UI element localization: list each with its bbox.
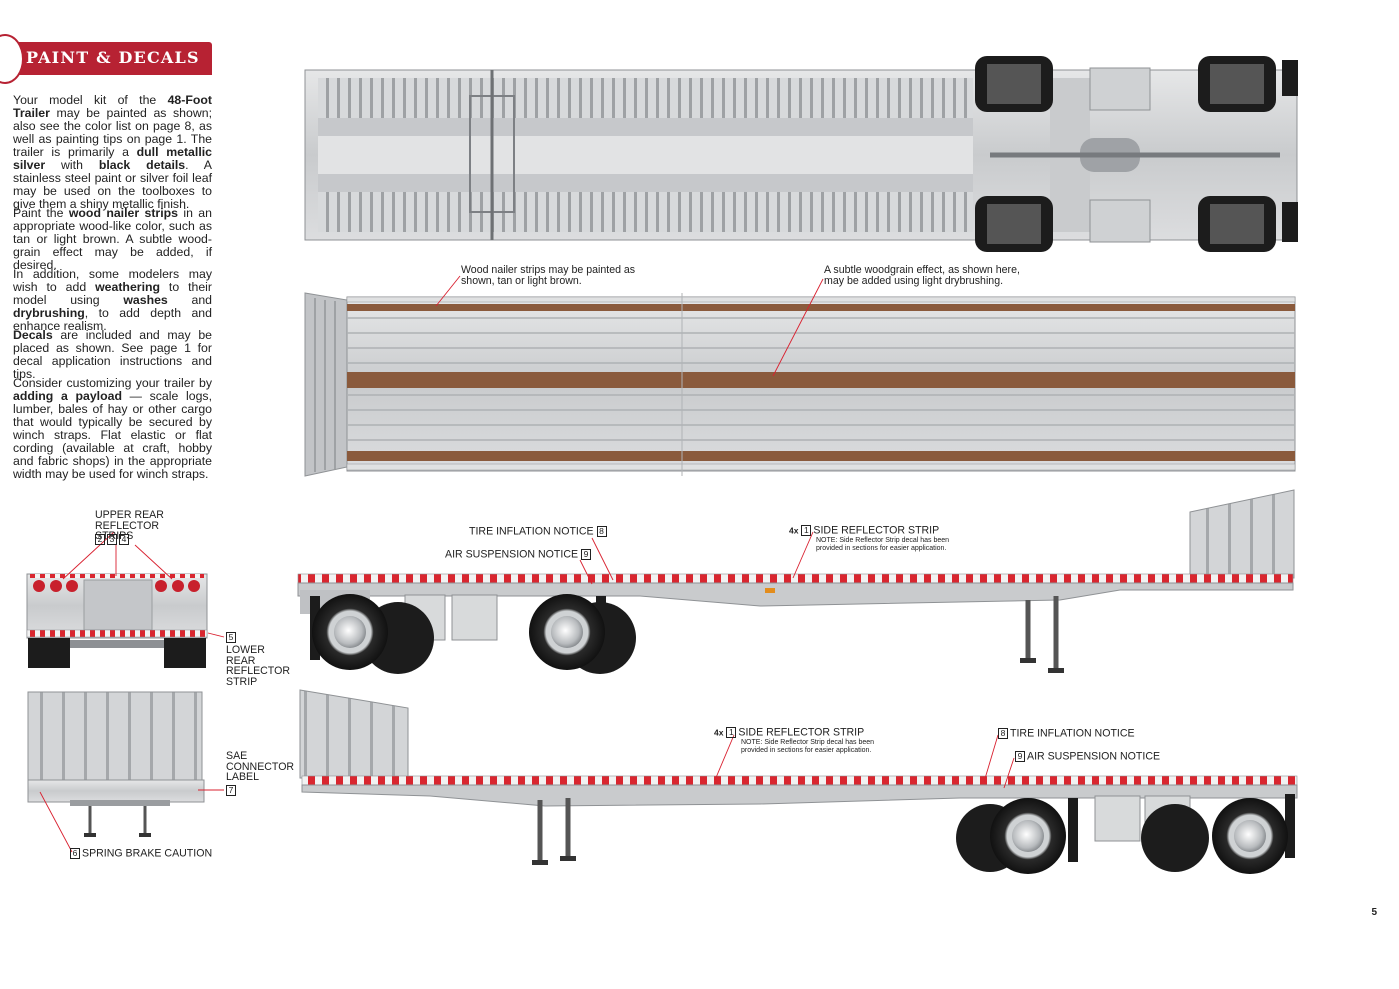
text-run: — scale logs, lumber, bales of hay or ot… [13, 389, 212, 481]
text-run: to their model using [13, 280, 213, 307]
trailer-deck-view [304, 292, 1296, 477]
air-suspension-label-1: AIR SUSPENSION NOTICE 9 [445, 549, 593, 560]
text-run: are included and may be placed as shown.… [13, 328, 212, 381]
woodgrain-callout: A subtle woodgrain effect, as shown here… [824, 264, 1020, 287]
decal-number-9b: 9 [1015, 751, 1025, 762]
text-run: Your model kit of the [13, 93, 168, 107]
bold-text: Decals [13, 328, 53, 342]
text-run: and [167, 293, 212, 307]
text-run: . A stainless steel paint or silver foil… [13, 158, 212, 211]
sae-number-wrap: 7 [226, 785, 238, 796]
decal-number-4: 4 [119, 534, 129, 545]
text-run: , to add depth and enhance realism. [13, 306, 212, 333]
payload-paragraph: Consider customizing your trailer by add… [13, 377, 212, 481]
decal-number-6: 6 [70, 848, 80, 859]
section-header-bar [0, 42, 212, 75]
decal-number-8b: 8 [998, 728, 1008, 739]
trailer-rear-view [26, 573, 208, 668]
qty-1: 4x [789, 525, 799, 536]
bold-text: black details [98, 158, 186, 172]
wood-nailer-callout: Wood nailer strips may be painted as sho… [461, 264, 636, 287]
air-suspension-text-2: AIR SUSPENSION NOTICE [1027, 750, 1161, 763]
tire-inflation-label-1: TIRE INFLATION NOTICE 8 [469, 526, 609, 537]
sae-connector-label: SAE CONNECTOR LABEL [226, 750, 295, 783]
text-run: in an appropriate wood-like color, such … [13, 206, 212, 272]
bold-text: washes [123, 293, 168, 307]
bold-text: weathering [95, 280, 161, 294]
decal-number-3: 3 [107, 534, 117, 545]
lower-rear-reflector-label: LOWER REAR REFLECTOR STRIP [226, 644, 290, 688]
section-title: PAINT & DECALS [26, 48, 200, 67]
upper-rear-reflector-label: UPPER REAR REFLECTOR STRIPS [95, 509, 164, 542]
decal-number-5: 5 [226, 632, 236, 643]
bold-text: wood nailer strips [68, 206, 178, 220]
tire-inflation-text-2: TIRE INFLATION NOTICE [1010, 727, 1135, 740]
decal-number-9a: 9 [581, 549, 591, 560]
side-reflector-text-2: SIDE REFLECTOR STRIP [738, 726, 865, 739]
decal-number-1b: 1 [726, 727, 737, 738]
decal-number-8a: 8 [596, 526, 607, 537]
bold-text: 48-Foot Trailer [13, 93, 212, 120]
lower-reflector-number-wrap: 5 [226, 632, 238, 643]
bold-text: dull metallic silver [13, 145, 212, 172]
text-run: with [45, 158, 99, 172]
spring-brake-text: SPRING BRAKE CAUTION [82, 847, 213, 860]
decal-number-7: 7 [226, 785, 236, 796]
bold-text: drybrushing [13, 306, 85, 320]
bold-text: adding a payload [13, 389, 122, 403]
decals-paragraph: Decals are included and may be placed as… [13, 329, 212, 381]
trailer-front-view [27, 691, 205, 837]
side-reflector-note-1: NOTE: Side Reflector Strip decal has bee… [816, 537, 950, 552]
trailer-underside-view [304, 56, 1298, 252]
text-run: Paint the [13, 206, 69, 220]
side-reflector-text-1: SIDE REFLECTOR STRIP [813, 524, 940, 537]
trailer-side-view-upper [297, 489, 1295, 674]
tire-inflation-text-1: TIRE INFLATION NOTICE [469, 525, 594, 538]
page-number: 5 [1371, 907, 1377, 918]
text-run: may be painted as shown; also see the co… [13, 106, 212, 159]
decal-number-1a: 1 [801, 525, 812, 536]
side-reflector-note-2: NOTE: Side Reflector Strip decal has bee… [741, 739, 875, 754]
trailer-side-view-lower [299, 689, 1298, 874]
text-run: In addition, some modelers may wish to a… [13, 267, 212, 294]
intro-paragraph: Your model kit of the 48-Foot Trailer ma… [13, 94, 212, 211]
decal-number-2: 2 [95, 534, 105, 545]
qty-2: 4x [714, 727, 724, 738]
weathering-paragraph: In addition, some modelers may wish to a… [13, 268, 212, 333]
text-run: Consider customizing your trailer by [13, 376, 212, 390]
wood-paragraph: Paint the wood nailer strips in an appro… [13, 207, 212, 272]
air-suspension-text-1: AIR SUSPENSION NOTICE [445, 548, 579, 561]
